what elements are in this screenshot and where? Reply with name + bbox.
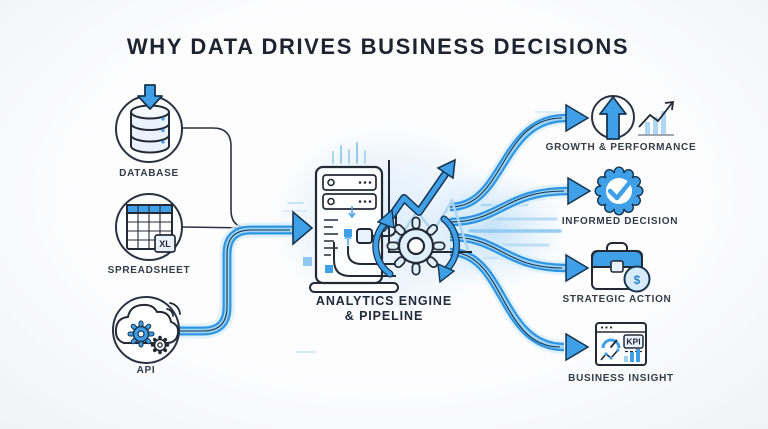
ribbon-business	[449, 245, 565, 354]
small-gear-icon	[150, 335, 170, 355]
ribbon-informed	[449, 184, 569, 229]
outcome-label-informed: INFORMED DECISION	[562, 216, 678, 227]
spreadsheet-icon: XL	[126, 204, 176, 253]
engine-label-line1: ANALYTICS ENGINE	[316, 294, 452, 308]
ribbon-growth	[449, 111, 567, 214]
up-arrow-circle-icon	[599, 96, 627, 140]
analytics-engine-illustration: ANALYTICS ENGINE & PIPELINE	[303, 158, 472, 323]
outcome-label-strategic: STRATEGIC ACTION	[563, 294, 672, 305]
fanout-arrowheads	[565, 103, 592, 362]
pipeline-pipes	[333, 242, 396, 277]
engine-label-line2: & PIPELINE	[345, 309, 423, 323]
xl-badge-text: XL	[159, 239, 171, 249]
signal-waves-icon	[166, 302, 181, 317]
mini-bar-chart-icon	[638, 100, 675, 136]
verified-badge-icon	[594, 166, 644, 216]
source-connector-lines	[181, 127, 253, 229]
api-cloud-icon	[114, 302, 181, 355]
down-arrow-icon	[137, 84, 163, 110]
api-flow-ribbon	[179, 222, 294, 339]
source-label-api: API	[137, 365, 156, 376]
outcome-label-business: BUSINESS INSIGHT	[568, 373, 674, 384]
gauge-icon	[601, 338, 621, 349]
mini-line-chart-icon	[600, 348, 620, 361]
database-icon	[130, 104, 170, 154]
server-icon	[314, 165, 384, 285]
kpi-badge	[623, 334, 644, 349]
gear-cycle-icon	[372, 208, 461, 284]
engine-input-arrowhead	[292, 210, 314, 246]
xl-badge	[154, 234, 176, 253]
engine-base	[309, 282, 399, 293]
kpi-dashboard-icon: KPI	[595, 322, 647, 366]
fanout-ribbons	[449, 111, 569, 354]
source-database: DATABASE	[115, 84, 183, 179]
source-label-spreadsheet: SPREADSHEET	[108, 265, 191, 276]
outcome-label-growth: GROWTH & PERFORMANCE	[546, 142, 697, 153]
coin-symbol-text: $	[634, 273, 641, 287]
kpi-badge-text: KPI	[626, 337, 640, 347]
page-title: WHY DATA DRIVES BUSINESS DECISIONS	[127, 34, 629, 59]
gear-icon	[127, 320, 155, 348]
pipeline-node	[356, 228, 373, 244]
data-blocks	[303, 229, 352, 273]
dollar-coin-icon: $	[623, 265, 651, 293]
outcome-growth: GROWTH & PERFORMANCE	[546, 95, 697, 153]
source-api: API	[112, 296, 181, 376]
outcome-business: KPI BUSINESS INSIGHT	[568, 322, 674, 384]
source-label-database: DATABASE	[119, 168, 179, 179]
checkmark-icon	[607, 179, 633, 201]
mini-bars-icon	[624, 349, 640, 362]
outcome-strategic: $ STRATEGIC ACTION	[563, 242, 672, 305]
outcome-informed: INFORMED DECISION	[562, 166, 678, 227]
cycle-arrows-icon	[372, 208, 461, 284]
source-spreadsheet: XL SPREADSHEET	[108, 193, 191, 276]
